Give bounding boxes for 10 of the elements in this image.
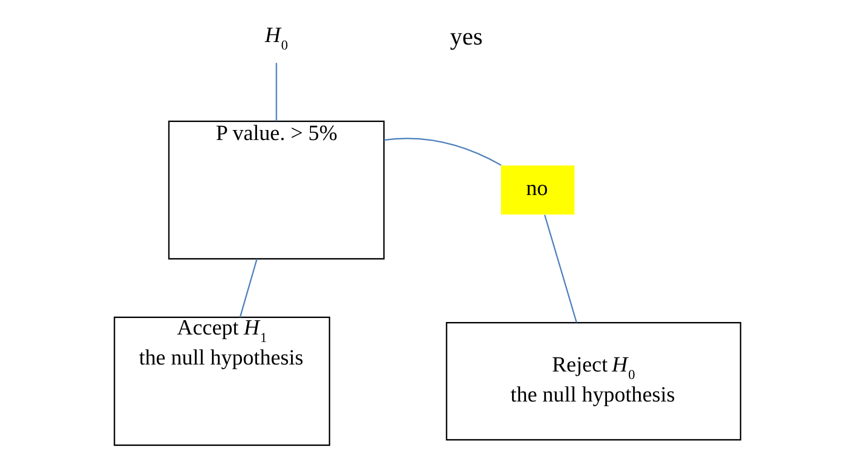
node-box: Reject H$_{0}$ the null hypothesis — [445, 322, 741, 440]
connector — [275, 62, 277, 122]
node-text: H$_{0}$ — [264, 23, 288, 53]
connector — [544, 214, 577, 323]
label: yes — [449, 23, 482, 50]
node-box: Accept H$_{1}$ the null hypothesis — [113, 316, 330, 446]
node-box: no — [500, 166, 574, 215]
node-box: P value. > 5% — [168, 120, 384, 260]
connector — [384, 138, 501, 166]
connector — [238, 258, 258, 318]
